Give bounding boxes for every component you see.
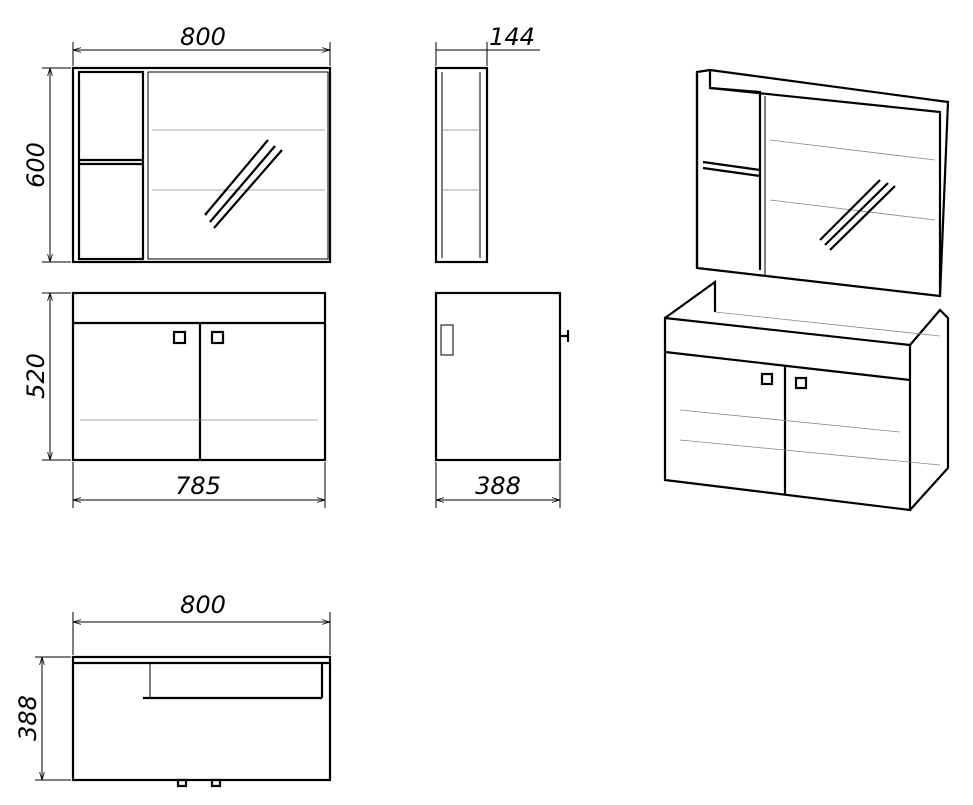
dimension-label: 144 bbox=[489, 23, 535, 51]
dimension-label: 388 bbox=[475, 472, 521, 500]
isometric-mirror-cabinet bbox=[695, 68, 950, 298]
dimension-label: 800 bbox=[180, 23, 226, 51]
dimension-mirror-height: 600 bbox=[22, 67, 71, 263]
dimension-top-depth: 388 bbox=[14, 656, 71, 781]
dimension-top-width: 800 bbox=[72, 591, 331, 655]
handle-icon bbox=[210, 330, 225, 345]
isometric-vanity bbox=[663, 279, 950, 512]
dimension-vanity-width: 785 bbox=[72, 462, 326, 508]
top-view bbox=[71, 655, 332, 788]
vanity-front-view bbox=[71, 291, 327, 462]
dimension-label: 520 bbox=[22, 353, 50, 399]
dimension-label: 388 bbox=[14, 695, 42, 741]
dimension-vanity-depth: 388 bbox=[435, 462, 561, 508]
dimension-label: 600 bbox=[22, 142, 50, 188]
handle-icon bbox=[760, 372, 774, 386]
dimension-mirror-depth: 144 bbox=[435, 23, 540, 66]
mirror-cabinet-front-view bbox=[71, 66, 332, 264]
dimension-vanity-height: 520 bbox=[22, 292, 71, 461]
handle-icon bbox=[172, 330, 187, 345]
vanity-side-view bbox=[434, 291, 570, 462]
mirror-cabinet-side-view bbox=[434, 66, 489, 264]
dimension-mirror-width: 800 bbox=[72, 23, 331, 66]
handle-icon bbox=[794, 376, 808, 390]
dimension-label: 800 bbox=[180, 591, 226, 619]
dimension-label: 785 bbox=[175, 472, 221, 500]
